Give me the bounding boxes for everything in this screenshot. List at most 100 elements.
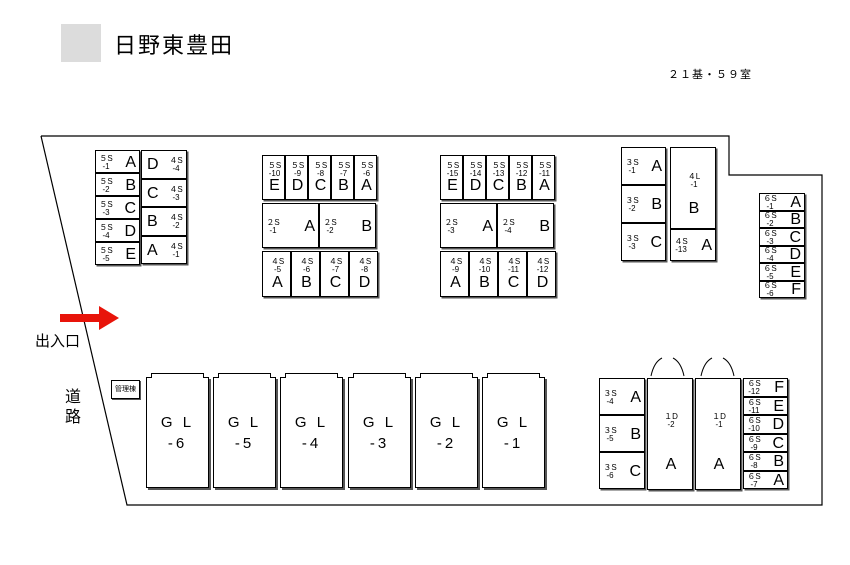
unit-code: ６S -9 bbox=[747, 434, 761, 452]
unit-code: ２S -3 bbox=[444, 217, 458, 235]
management-building: 管理棟 bbox=[111, 380, 140, 399]
unit-letter: A bbox=[651, 158, 662, 175]
unit-5s-2[interactable]: ５S -2 B bbox=[95, 173, 140, 196]
unit-code: ６S -6 bbox=[763, 281, 777, 299]
unit-letter: E bbox=[790, 263, 801, 281]
garage-gl-3[interactable]: G L -3 bbox=[348, 373, 411, 488]
unit-6s-4[interactable]: ６S -4 D bbox=[759, 245, 805, 264]
unit-code: ５S -15 bbox=[445, 161, 460, 178]
unit-code: ５S -9 bbox=[290, 161, 305, 178]
unit-code: ４S -10 bbox=[477, 257, 492, 274]
garage-gl-2[interactable]: G L -2 bbox=[415, 373, 478, 488]
unit-code: ６S -4 bbox=[763, 246, 777, 264]
garage-gl-1[interactable]: G L -1 bbox=[482, 373, 545, 488]
unit-letter: D bbox=[358, 274, 371, 291]
unit-code: ３S -2 bbox=[625, 196, 639, 213]
unit-code: ３S -4 bbox=[603, 388, 617, 406]
unit-letter: A bbox=[630, 388, 641, 406]
unit-3s-5[interactable]: ３S -5 B bbox=[599, 415, 645, 452]
garage-gl-5[interactable]: G L -5 bbox=[213, 373, 276, 488]
unit-letter: C bbox=[507, 274, 520, 291]
unit-letter: B bbox=[630, 425, 641, 443]
unit-code: ５S -8 bbox=[313, 161, 328, 178]
unit-code: ４S -8 bbox=[357, 257, 372, 274]
unit-2s-3[interactable]: ２S -3 A bbox=[440, 203, 497, 248]
unit-letter: D bbox=[291, 177, 304, 194]
garage-gl-6[interactable]: G L -6 bbox=[146, 373, 209, 488]
unit-letter: B bbox=[361, 217, 372, 235]
garage-code: G L -2 bbox=[429, 414, 464, 452]
unit-code: ５S -1 bbox=[99, 153, 113, 171]
unit-code: ５S -2 bbox=[99, 176, 113, 194]
unit-code: ３S -5 bbox=[603, 425, 617, 443]
unit-letter: B bbox=[516, 177, 527, 194]
garage-rail bbox=[218, 373, 271, 378]
page-title: 日野東豊田 bbox=[114, 33, 235, 58]
unit-letter: B bbox=[539, 217, 550, 235]
unit-code: ４S -13 bbox=[674, 237, 688, 254]
unit-code: ５S -6 bbox=[359, 161, 374, 178]
unit-letter: D bbox=[789, 246, 801, 264]
unit-letter: A bbox=[790, 193, 801, 211]
unit-3s-4[interactable]: ３S -4 A bbox=[599, 378, 645, 415]
unit-letter: A bbox=[713, 456, 725, 474]
garage-code: G L -1 bbox=[496, 414, 531, 452]
unit-letter: A bbox=[482, 217, 493, 235]
garage-code: G L -4 bbox=[294, 414, 329, 452]
unit-code: ６S -8 bbox=[747, 453, 761, 471]
logo-placeholder bbox=[61, 24, 101, 62]
garage-gl-4[interactable]: G L -4 bbox=[280, 373, 343, 488]
unit-code: ６S -7 bbox=[747, 471, 761, 489]
unit-code: ４S -1 bbox=[169, 241, 183, 259]
unit-letter: B bbox=[125, 176, 136, 194]
